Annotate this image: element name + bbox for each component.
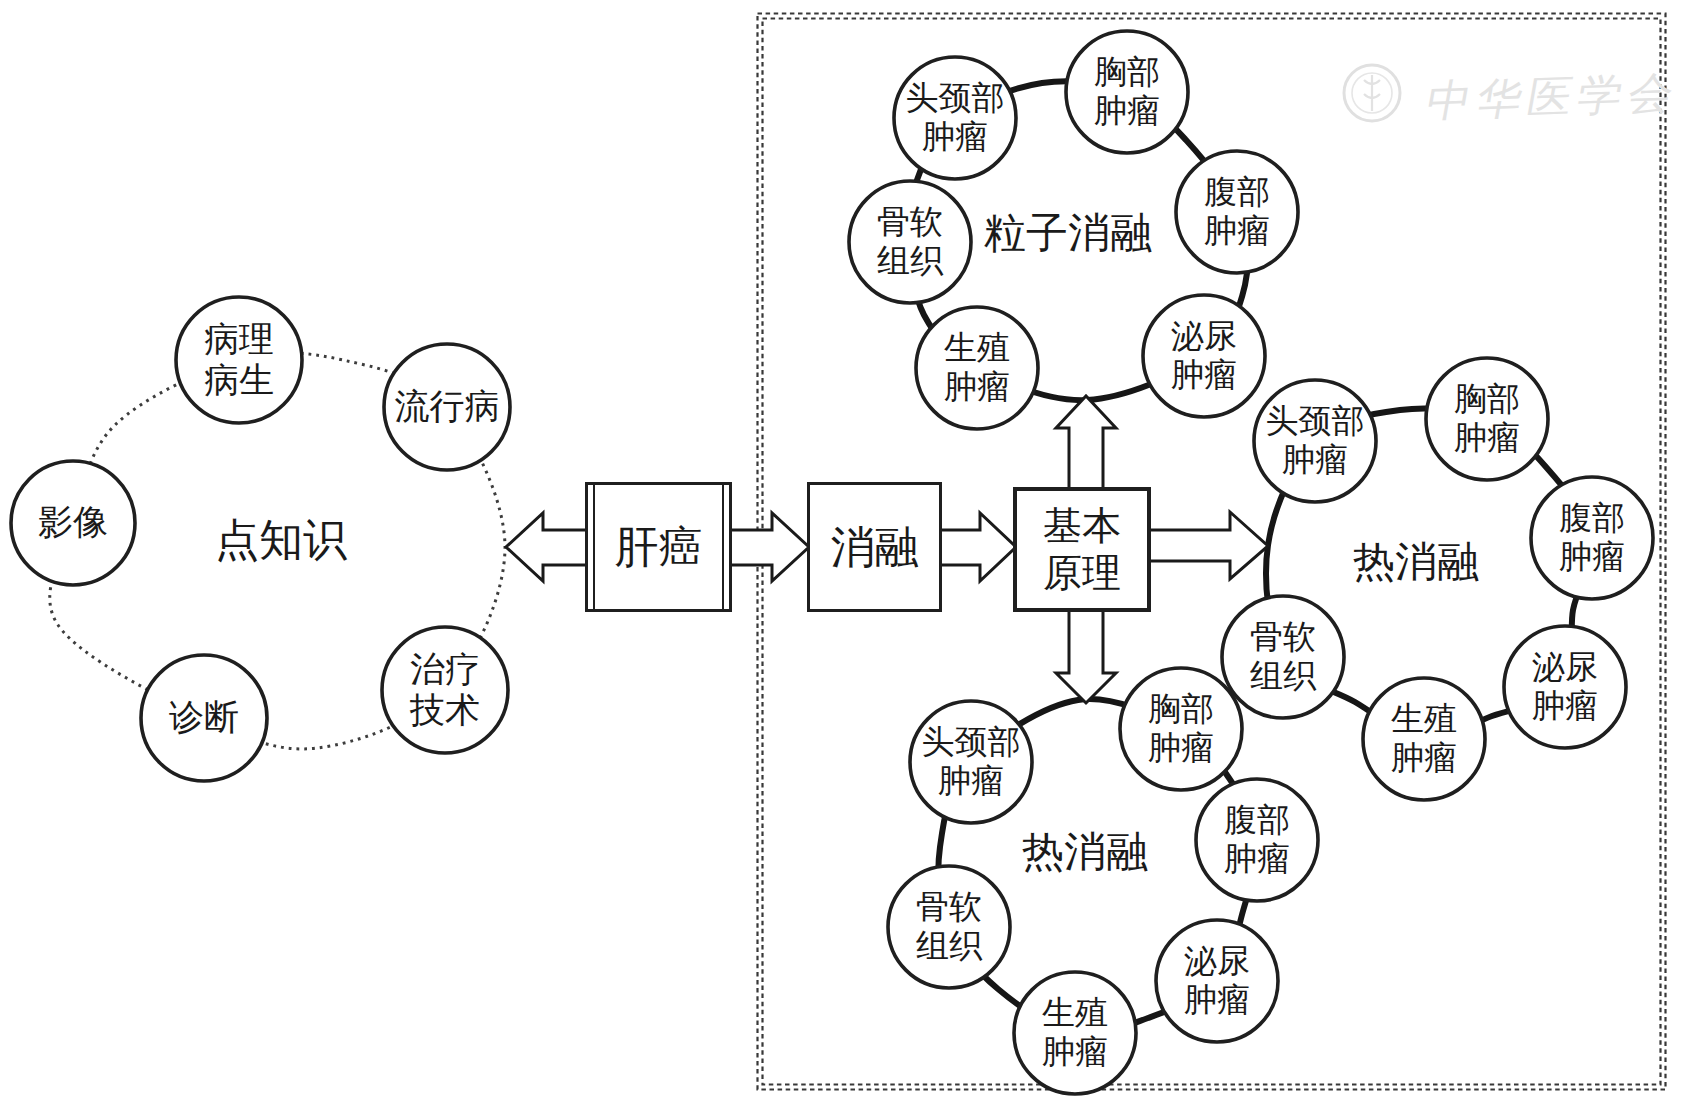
node-label: 骨软 组织	[916, 888, 982, 966]
left-cluster-title: 点知识	[215, 511, 347, 570]
liver-cancer-label: 肝癌	[615, 518, 703, 577]
hollow-arrow-3	[1056, 396, 1116, 492]
ablation-box: 消融	[807, 482, 942, 612]
hollow-arrow-4	[1056, 607, 1116, 703]
node-label: 胸部 肿瘤	[1148, 690, 1214, 768]
hollow-arrow-1	[727, 513, 809, 581]
node-label: 头颈部 肿瘤	[922, 723, 1021, 801]
particle-ablation-title: 粒子消融	[984, 205, 1152, 261]
node-label: 诊断	[169, 697, 239, 738]
thermal-ablation-bottom-title: 热消融	[1022, 824, 1148, 880]
node-label: 泌尿 肿瘤	[1171, 317, 1237, 395]
watermark-emblem-snake	[1364, 75, 1380, 111]
node-label: 生殖 肿瘤	[944, 329, 1010, 407]
node-label: 泌尿 肿瘤	[1184, 942, 1250, 1020]
node-label: 骨软 组织	[877, 203, 943, 281]
node-label: 生殖 肿瘤	[1391, 700, 1457, 778]
node-label: 病理 病生	[204, 319, 274, 402]
node-label: 头颈部 肿瘤	[1266, 402, 1365, 480]
basic-principle-box: 基本 原理	[1013, 487, 1151, 612]
basic-principle-label: 基本 原理	[1043, 503, 1121, 595]
hollow-arrow-0	[506, 513, 590, 581]
node-label: 头颈部 肿瘤	[906, 79, 1005, 157]
node-label: 影像	[38, 502, 108, 543]
watermark-text: 中华医学会	[1422, 64, 1682, 132]
node-label: 腹部 肿瘤	[1224, 801, 1290, 879]
node-label: 腹部 肿瘤	[1204, 173, 1270, 251]
node-label: 胸部 肿瘤	[1454, 380, 1520, 458]
hollow-arrow-2	[937, 513, 1016, 581]
thermal-ablation-right-title: 热消融	[1353, 534, 1479, 590]
hollow-arrow-5	[1146, 512, 1268, 579]
node-label: 骨软 组织	[1250, 618, 1316, 696]
node-label: 腹部 肿瘤	[1559, 499, 1625, 577]
liver-cancer-box: 肝癌	[585, 482, 732, 612]
node-label: 胸部 肿瘤	[1094, 53, 1160, 131]
ablation-label: 消融	[831, 518, 919, 577]
node-label: 治疗 技术	[410, 649, 480, 732]
node-label: 生殖 肿瘤	[1042, 994, 1108, 1072]
node-label: 泌尿 肿瘤	[1532, 648, 1598, 726]
node-label: 流行病	[395, 386, 500, 427]
